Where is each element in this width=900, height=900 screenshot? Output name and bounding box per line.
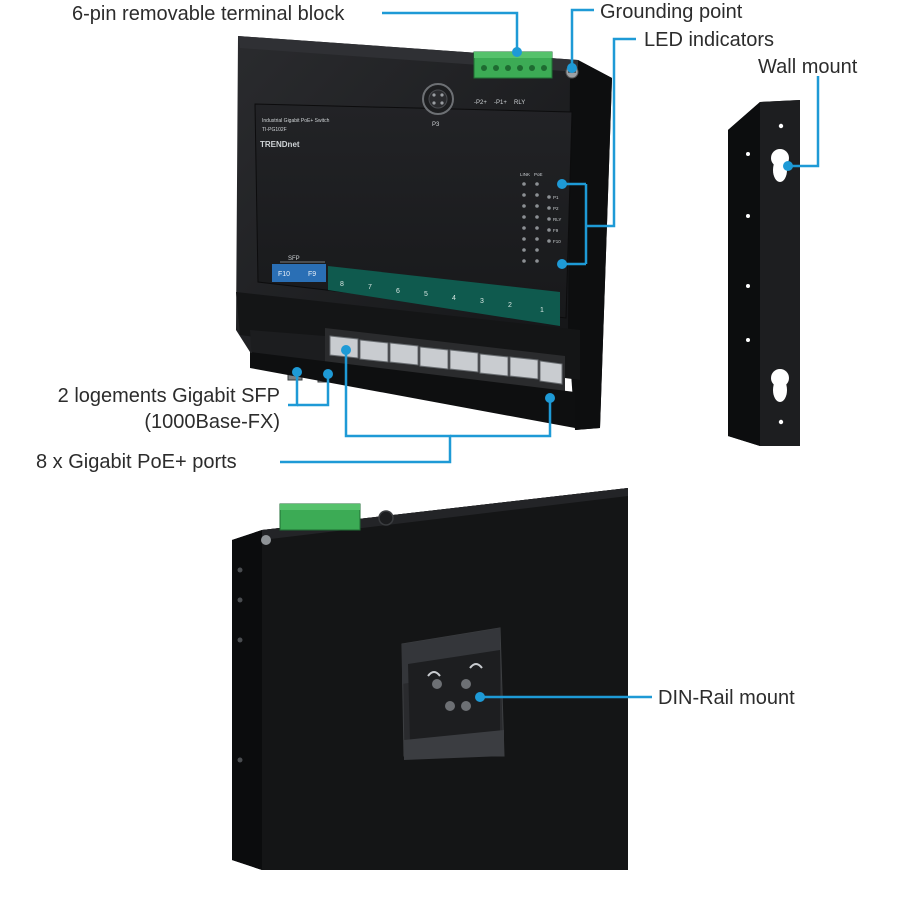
callout-poe-ports: 8 x Gigabit PoE+ ports [36, 451, 237, 473]
callout-grounding-point: Grounding point [600, 1, 743, 23]
led-header-link: LINK [520, 172, 530, 177]
product-line-label: Industrial Gigabit PoE+ Switch [262, 118, 330, 124]
led-label-f9: F9 [553, 228, 559, 233]
led-label-rly: RLY [553, 217, 561, 222]
sfp-port-f9: F9 [308, 271, 316, 278]
rj45-port-label-6: 6 [396, 288, 400, 295]
rj45-port-label-1: 1 [540, 307, 544, 314]
callout-wall-mount: Wall mount [758, 56, 858, 78]
callout-terminal-block: 6-pin removable terminal block [72, 3, 345, 25]
callout-sfp-slots: 2 logements Gigabit SFP [57, 385, 280, 407]
leader-lines [280, 8, 820, 699]
led-label-p1: P1 [553, 195, 559, 200]
led-header-poe: PoE [534, 172, 543, 177]
led-label-p2: P2 [553, 206, 559, 211]
rj45-port-label-8: 8 [340, 281, 344, 288]
power-port-label: P3 [432, 122, 440, 128]
led-block: LINK PoE P1 P2 [520, 172, 561, 263]
switch-back-view [232, 488, 628, 870]
terminal-label-p1: -P1+ [494, 100, 507, 106]
wall-mount-bracket [728, 100, 800, 446]
callout-led-indicators: LED indicators [644, 29, 775, 51]
terminal-block [473, 51, 553, 79]
rj45-port-label-7: 7 [368, 284, 372, 291]
sfp-group-label: SFP [288, 256, 300, 262]
leader-endpoints [292, 47, 793, 702]
rj45-port-label-2: 2 [508, 302, 512, 309]
rj45-port-label-5: 5 [424, 291, 428, 298]
switch-front-view: Industrial Gigabit PoE+ Switch TI-PG102F… [236, 36, 612, 430]
led-label-f10: F10 [553, 239, 561, 244]
model-label: TI-PG102F [262, 127, 287, 133]
brand-logo: TRENDnet [260, 140, 300, 149]
sfp-port-f10: F10 [278, 271, 290, 278]
terminal-label-p2: -P2+ [474, 100, 487, 106]
callout-sfp-standard: (1000Base-FX) [144, 411, 280, 433]
callout-din-rail: DIN-Rail mount [658, 687, 795, 709]
rj45-label-strip [328, 266, 560, 326]
back-terminal-block [279, 503, 361, 531]
terminal-label-rly: RLY [514, 100, 525, 106]
sfp-label-strip [272, 264, 326, 282]
power-connector: P3 [422, 83, 454, 128]
din-rail-clip [401, 627, 505, 760]
rj45-port-label-3: 3 [480, 298, 484, 305]
front-panel [254, 103, 573, 319]
rj45-port-row [329, 335, 563, 385]
rj45-port-label-4: 4 [452, 295, 456, 302]
